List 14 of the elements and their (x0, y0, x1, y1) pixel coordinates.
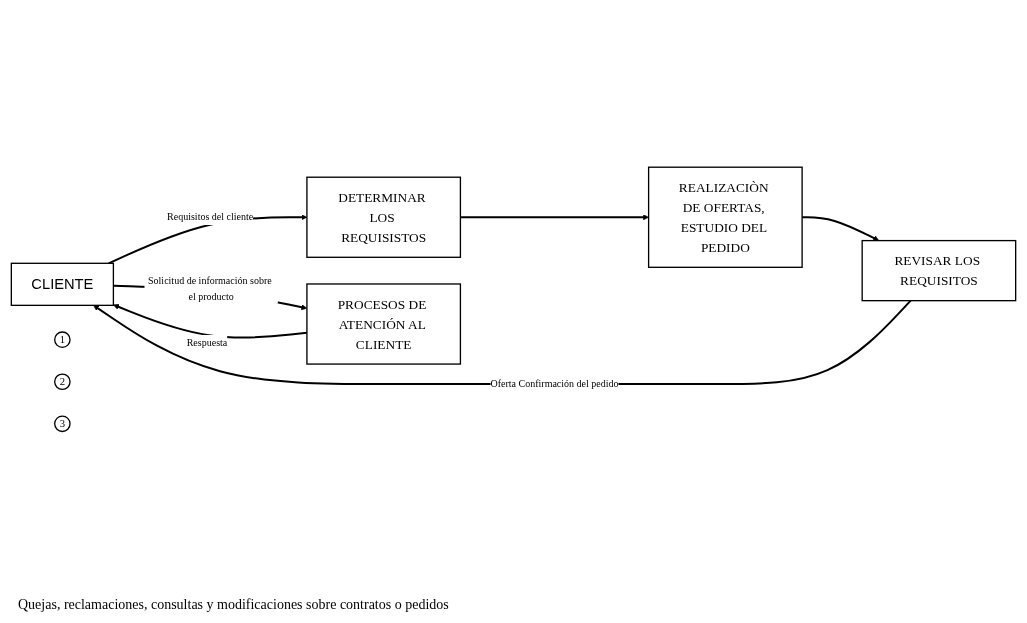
node-box: REALIZACIÒN DE OFERTAS, ESTUDIO DEL PEDIDO (647, 166, 803, 268)
edge-label: Oferta Confirmación del pedido (490, 378, 619, 390)
node-box: PROCESOS DE ATENCIÓN AL CLIENTE (306, 283, 462, 365)
node-box: REVISAR LOS REQUISITOS (861, 239, 1017, 302)
node-circle: 3 (54, 415, 71, 433)
edge-label: Requisitos del cliente (167, 211, 254, 223)
node-box: DETERMINAR LOS REQUISISTOS (306, 176, 462, 258)
arrow (93, 299, 912, 386)
node-circle: 1 (54, 331, 71, 349)
edge-label: Solicitud de información sobre el producto (148, 275, 272, 302)
node-box: CLIENTE (10, 262, 115, 306)
node-circle: 2 (54, 373, 71, 391)
edge-label: Respuesta (186, 336, 228, 348)
note-text: Quejas, reclamaciones, consultas y modificaciones sobre contratos o pedidos (18, 597, 450, 613)
